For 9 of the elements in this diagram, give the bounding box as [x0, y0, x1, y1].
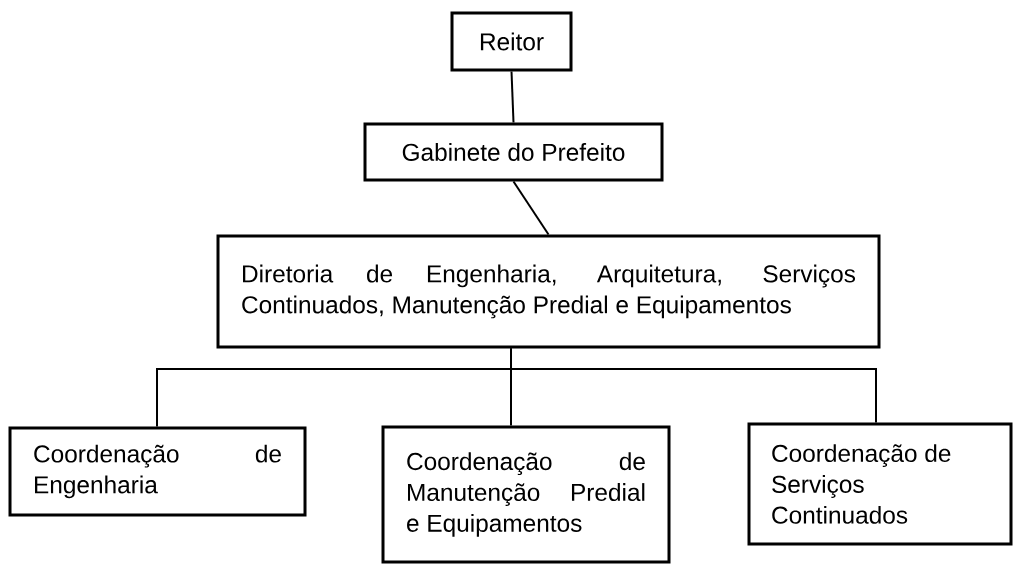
org-box: Coordenação de Engenharia [8, 426, 307, 517]
connector-line [510, 347, 877, 424]
org-box: Diretoria de Engenharia, Arquitetura, Serviços Continuados, Manutenção Predial e Equipamentos [216, 234, 881, 349]
org-box: Gabinete do Prefeito [363, 122, 664, 182]
org-box: Coordenação de Serviços Continuados [747, 422, 1013, 546]
connector-line [512, 180, 550, 236]
org-box: Coordenação de Manutenção Predial e Equipamentos [381, 425, 671, 564]
org-box: Reitor [450, 11, 573, 72]
connector-line [510, 70, 515, 124]
